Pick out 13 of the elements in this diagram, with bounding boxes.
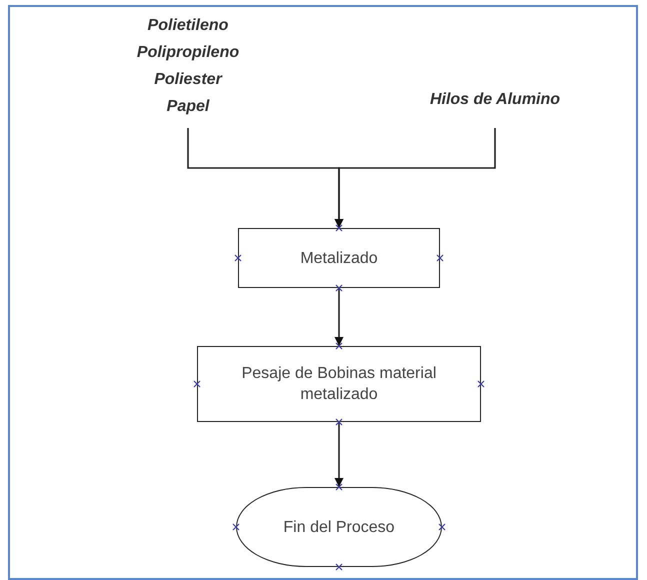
step-label: Fin del Proceso [283, 518, 395, 538]
step-label: Pesaje de Bobinas material metalizado [240, 364, 438, 405]
step-label: Metalizado [300, 248, 378, 268]
arrow [334, 288, 344, 346]
input-label: Polipropileno [136, 43, 240, 63]
process-box [197, 346, 481, 422]
input-label: Papel [166, 97, 210, 117]
input-label: Hilos de Alumino [430, 90, 560, 110]
input-label: Polietileno [148, 16, 228, 36]
process-box [238, 228, 440, 288]
arrow [334, 422, 344, 487]
arrow [334, 128, 496, 228]
input-label: Poliester [154, 70, 222, 90]
